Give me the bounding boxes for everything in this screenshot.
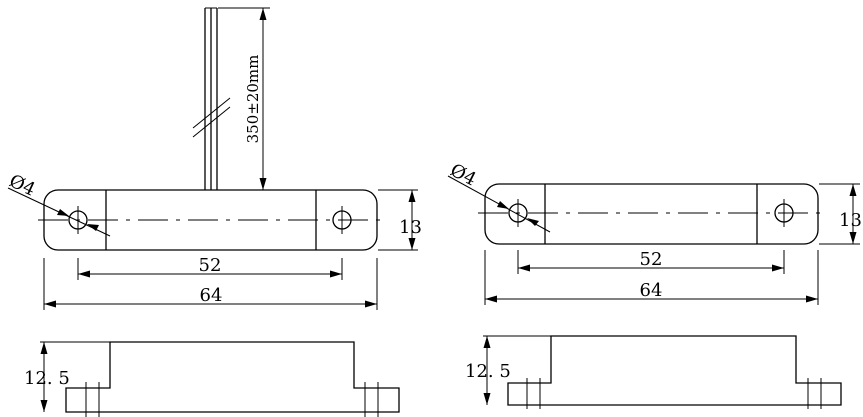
height-label: 13 bbox=[839, 210, 862, 231]
view-side-right: 12. 5 bbox=[465, 335, 842, 409]
hole-diameter-label: Ø4 bbox=[447, 160, 480, 191]
hole-spacing-dimension: 52 bbox=[517, 249, 785, 274]
thickness-label: 12. 5 bbox=[24, 368, 70, 389]
height-dimension: 13 bbox=[378, 189, 422, 251]
sensor-body bbox=[478, 183, 826, 245]
cable-length-dimension: 350±20mm bbox=[218, 7, 270, 191]
hole-diameter-callout: Ø4 bbox=[447, 160, 551, 233]
overall-length-label: 64 bbox=[640, 280, 663, 301]
hole-spacing-label: 52 bbox=[199, 255, 222, 276]
overall-length-label: 64 bbox=[200, 285, 223, 306]
hole-diameter-callout: Ø4 bbox=[6, 170, 111, 237]
overall-length-dimension: 64 bbox=[484, 250, 819, 305]
height-label: 13 bbox=[399, 217, 422, 238]
view-top: Ø4 13 52 64 bbox=[447, 160, 862, 305]
sensor-body bbox=[38, 189, 385, 251]
view-side-left: 12. 5 bbox=[24, 341, 400, 417]
height-dimension: 13 bbox=[819, 183, 862, 245]
thickness-label: 12. 5 bbox=[465, 361, 511, 382]
overall-length-dimension: 64 bbox=[43, 258, 378, 310]
view-top-with-cable: 350±20mm Ø4 13 bbox=[6, 7, 422, 310]
cable-length-label: 350±20mm bbox=[244, 55, 262, 144]
cable bbox=[192, 7, 231, 190]
hole-spacing-label: 52 bbox=[640, 249, 663, 270]
hole-spacing-dimension: 52 bbox=[77, 255, 343, 280]
hole-diameter-label: Ø4 bbox=[6, 170, 39, 200]
